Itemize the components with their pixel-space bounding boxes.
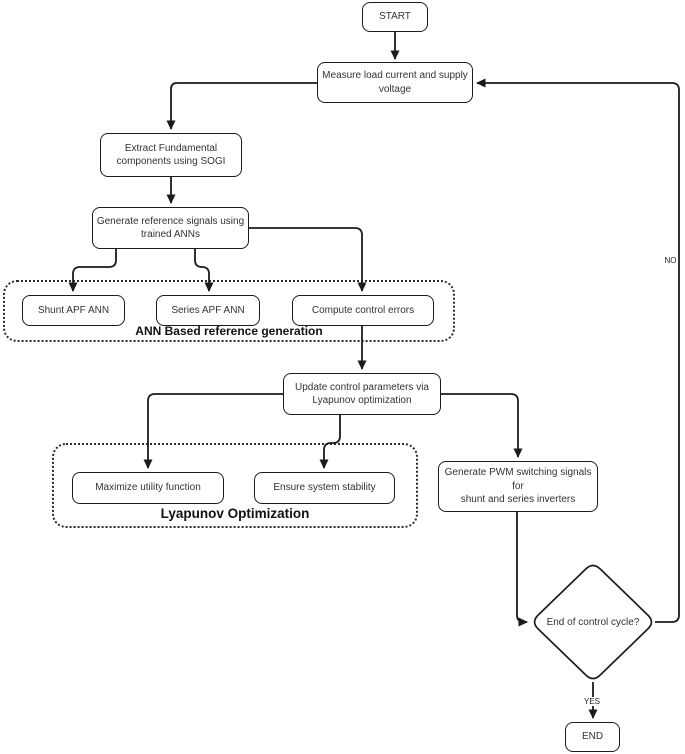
end-of-cycle-decision-label: End of control cycle? [546, 616, 640, 628]
measure-load-node: Measure load current and supply voltage [317, 62, 473, 103]
update-control-parameters-node-label: Update control parameters via Lyapunov o… [295, 381, 429, 407]
start-node: START [362, 2, 428, 32]
edge-update-to-pwm [441, 393, 523, 458]
edge-generate-to-series [194, 249, 214, 292]
maximize-utility-node: Maximize utility function [72, 472, 224, 504]
end-node: END [565, 722, 620, 752]
edge-measure-to-extract [166, 82, 317, 130]
generate-reference-node-label: Generate reference signals using trained… [96, 215, 245, 241]
lyapunov-optimization-group: Lyapunov Optimization [52, 443, 418, 528]
compute-control-errors-node-label: Compute control errors [311, 304, 415, 316]
ensure-stability-node: Ensure system stability [254, 472, 395, 504]
extract-fundamental-node-label: Extract Fundamental components using SOG… [116, 142, 226, 168]
extract-fundamental-node: Extract Fundamental components using SOG… [100, 133, 242, 177]
yes-edge-label: YES [583, 697, 601, 706]
ann-group-label: ANN Based reference generation [135, 324, 323, 338]
edge-update-to-ensure [319, 415, 341, 469]
start-node-label: START [379, 11, 411, 23]
end-node-label: END [581, 731, 604, 743]
lyapunov-group-label: Lyapunov Optimization [160, 506, 310, 521]
edge-pwm-to-decision [516, 512, 528, 627]
edge-generate-to-compute [249, 227, 367, 292]
decision-diamond-shape [533, 564, 653, 680]
series-apf-ann-node: Series APF ANN [156, 295, 260, 326]
measure-load-node-label: Measure load current and supply voltage [322, 70, 468, 95]
generate-reference-node: Generate reference signals using trained… [92, 207, 249, 249]
ensure-stability-node-label: Ensure system stability [273, 482, 376, 494]
no-edge-label: NO [663, 256, 678, 265]
ann-reference-generation-group: ANN Based reference generation [3, 280, 455, 342]
maximize-utility-node-label: Maximize utility function [95, 482, 201, 494]
generate-pwm-node: Generate PWM switching signals for shunt… [438, 461, 598, 512]
shunt-apf-ann-node-label: Shunt APF ANN [37, 304, 110, 316]
edge-update-to-maximize [143, 393, 283, 469]
shunt-apf-ann-node: Shunt APF ANN [22, 295, 125, 326]
edge-decision-no-to-measure [476, 78, 680, 623]
compute-control-errors-node: Compute control errors [292, 295, 434, 326]
series-apf-ann-node-label: Series APF ANN [171, 304, 245, 316]
edge-generate-to-shunt [68, 249, 117, 292]
generate-pwm-node-label: Generate PWM switching signals for shunt… [444, 467, 592, 506]
update-control-parameters-node: Update control parameters via Lyapunov o… [283, 373, 441, 415]
end-of-cycle-decision-node: End of control cycle? [536, 608, 650, 636]
